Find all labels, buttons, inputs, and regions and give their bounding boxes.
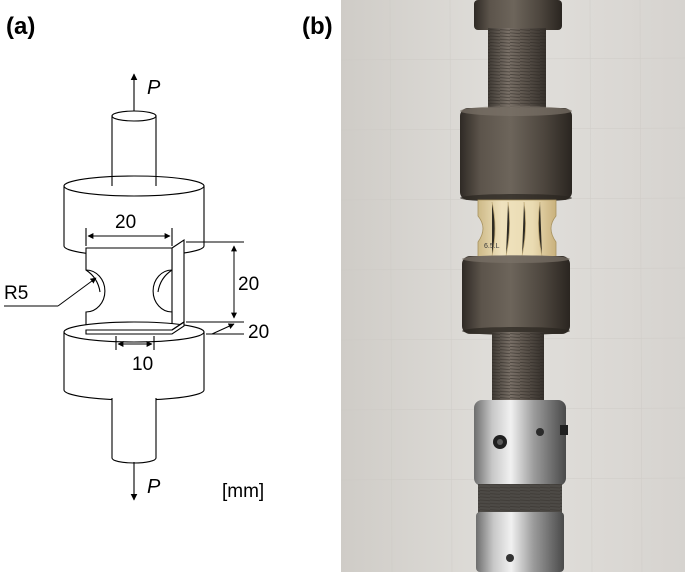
dim-notch-radius: R5	[4, 277, 97, 307]
notched-specimen	[85, 238, 185, 332]
dim-neck-width-label: 10	[132, 354, 153, 375]
dim-block-depth-label: 20	[248, 322, 269, 343]
chrome-coupler	[474, 400, 568, 486]
bottom-grip-cylinder	[63, 320, 205, 401]
units-label: [mm]	[222, 481, 264, 502]
bottom-load-label: P	[147, 476, 161, 498]
top-rod	[111, 110, 157, 183]
panel-b-label: (b)	[302, 13, 333, 40]
lower-rod	[476, 484, 564, 572]
panel-a-label: (a)	[6, 13, 35, 40]
dim-block-height-label: 20	[238, 274, 259, 295]
panel-b-photo: 6.5.L	[341, 0, 685, 572]
dim-block-height: 20	[186, 241, 259, 323]
panel-a-drawing: (a) P	[4, 13, 269, 502]
dim-block-depth: 20	[206, 322, 269, 343]
top-threaded-rod	[488, 28, 546, 110]
top-collar	[474, 0, 562, 30]
notch-radius-label: R5	[4, 283, 28, 304]
dim-block-width-label: 20	[115, 212, 136, 233]
specimen-stamp: 6.5.L	[484, 243, 500, 250]
top-grip-block	[460, 106, 572, 202]
wood-specimen: 6.5.L	[477, 199, 557, 259]
top-load-label: P	[147, 77, 161, 99]
dim-block-width: 20	[85, 212, 173, 246]
bottom-threaded-rod	[492, 332, 544, 404]
bottom-grip-block	[462, 255, 570, 335]
bottom-rod	[111, 398, 157, 464]
dim-neck-width: 10	[115, 336, 155, 375]
